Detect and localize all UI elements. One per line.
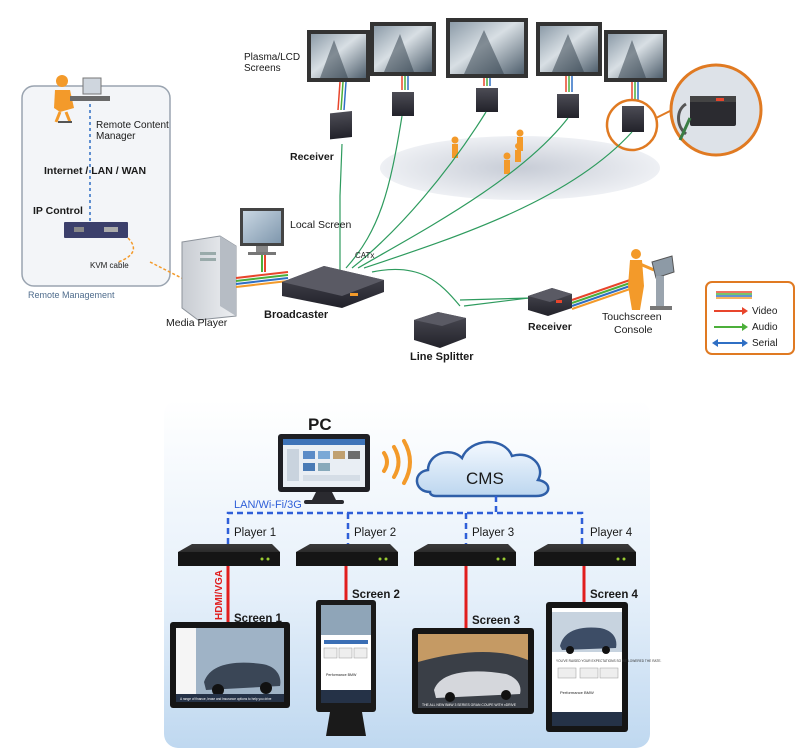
pc-label: PC [308, 415, 332, 434]
receiver-top-label: Receiver [290, 151, 334, 163]
local-screen-label: Local Screen [290, 219, 351, 231]
highlight-circle [605, 98, 659, 152]
touchscreen-console-label-2: Console [614, 324, 653, 336]
player-4-label: Player 4 [590, 527, 633, 539]
screen-4-label: Screen 4 [590, 589, 639, 601]
screen-3-display: THE ALL NEW BMW 3 SERIES GRAN COUPE WITH… [412, 628, 534, 714]
kvm-cable-line [117, 237, 135, 263]
screens-label-2: Screens [244, 63, 281, 74]
remote-management-box [21, 85, 171, 287]
remote-management-label: Remote Management [28, 290, 115, 300]
broadcaster-device [282, 266, 384, 308]
screen-1-display: A range of finance, lease and insurance … [170, 622, 290, 708]
people-icons [451, 129, 524, 174]
screens-label: Plasma/LCD [244, 52, 300, 63]
ip-control-label: IP Control [33, 205, 83, 217]
player-3-device [414, 544, 516, 566]
plasma-screen-5 [604, 30, 667, 82]
broadcaster-label: Broadcaster [264, 309, 329, 321]
player-3-label: Player 3 [472, 527, 514, 539]
remote-content-manager-label-2: Manager [96, 131, 136, 142]
wireless-signal-icon [382, 439, 412, 485]
legend-serial-arrow-icon [712, 339, 748, 347]
receiver-bottom-device [528, 288, 572, 316]
screen-1-ad-text: A range of finance, lease and insurance … [180, 697, 272, 701]
screen-2-ad-text: Performance BMW [326, 673, 357, 677]
screen-3-ad-text: THE ALL NEW BMW 3 SERIES GRAN COUPE WITH… [422, 703, 517, 707]
receiver-bottom-label: Receiver [528, 321, 572, 333]
player-4-device [534, 544, 636, 566]
catx-label: CATx [355, 251, 374, 260]
screen-4-ad-text: YOU'VE RAISED YOUR EXPECTATIONS SO WE LO… [556, 659, 661, 663]
remote-manager-person-icon [54, 75, 110, 123]
legend: Video Audio Serial [705, 281, 795, 355]
screen-4-ad-text-2: Performance BMW [560, 690, 594, 695]
receiver-to-console-cable [571, 279, 631, 310]
screen-3-label: Screen 3 [472, 615, 520, 627]
screen-cables [337, 76, 639, 111]
screen-2-label: Screen 2 [352, 589, 400, 601]
pc-monitor [278, 434, 370, 504]
player-to-broadcaster-cable [235, 255, 289, 288]
media-player-tower [181, 235, 237, 321]
legend-box [705, 281, 795, 355]
player-2-device [296, 544, 398, 566]
network-dashed-lines [226, 496, 584, 544]
hdmi-lines [226, 566, 586, 628]
receiver-zoom-inset [669, 63, 763, 157]
line-splitter-label: Line Splitter [410, 351, 474, 363]
ip-control-device-icon [64, 222, 128, 238]
receiver-4 [557, 94, 579, 118]
remote-content-manager-label: Remote Content [96, 120, 169, 131]
receiver-3 [476, 88, 498, 112]
player-2-label: Player 2 [354, 527, 396, 539]
receiver-1 [330, 111, 352, 140]
floor-area [380, 136, 660, 200]
media-player-label: Media Player [166, 317, 228, 329]
legend-video-label: Video [752, 306, 778, 317]
screen-4-display: YOU'VE RAISED YOUR EXPECTATIONS SO WE LO… [546, 602, 661, 732]
plasma-screen-2 [370, 22, 436, 76]
bottom-diagram: PC CMS [164, 400, 661, 748]
touchscreen-console-icon [628, 249, 675, 310]
hdmi-label: HDMI/VGA [214, 570, 225, 620]
legend-cable-swatch [716, 291, 752, 299]
cms-label: CMS [466, 469, 504, 488]
touchscreen-console-label: Touchscreen [602, 311, 662, 323]
player-1-label: Player 1 [234, 527, 276, 539]
line-splitter-device [414, 312, 466, 348]
legend-serial-label: Serial [752, 338, 778, 349]
network-label: Internet / LAN / WAN [44, 165, 146, 177]
screen-2-kiosk: Performance BMW [316, 600, 376, 736]
player-1-device [178, 544, 280, 566]
receiver-5 [622, 106, 644, 132]
catx-lines [339, 111, 633, 307]
local-screen-monitor [240, 208, 284, 255]
legend-audio-arrow-icon [714, 323, 748, 331]
plasma-screen-4 [536, 22, 602, 76]
plasma-screen-3 [446, 18, 528, 78]
plasma-screen-1 [307, 30, 370, 82]
network-label: LAN/Wi-Fi/3G [234, 499, 302, 511]
cms-cloud-icon [415, 440, 550, 498]
legend-video-arrow-icon [714, 307, 748, 315]
kvm-cable-label: KVM cable [90, 261, 129, 270]
receiver-2 [392, 92, 414, 116]
legend-audio-label: Audio [752, 322, 778, 333]
top-diagram: Remote Content Manager Internet / LAN / … [21, 18, 795, 363]
